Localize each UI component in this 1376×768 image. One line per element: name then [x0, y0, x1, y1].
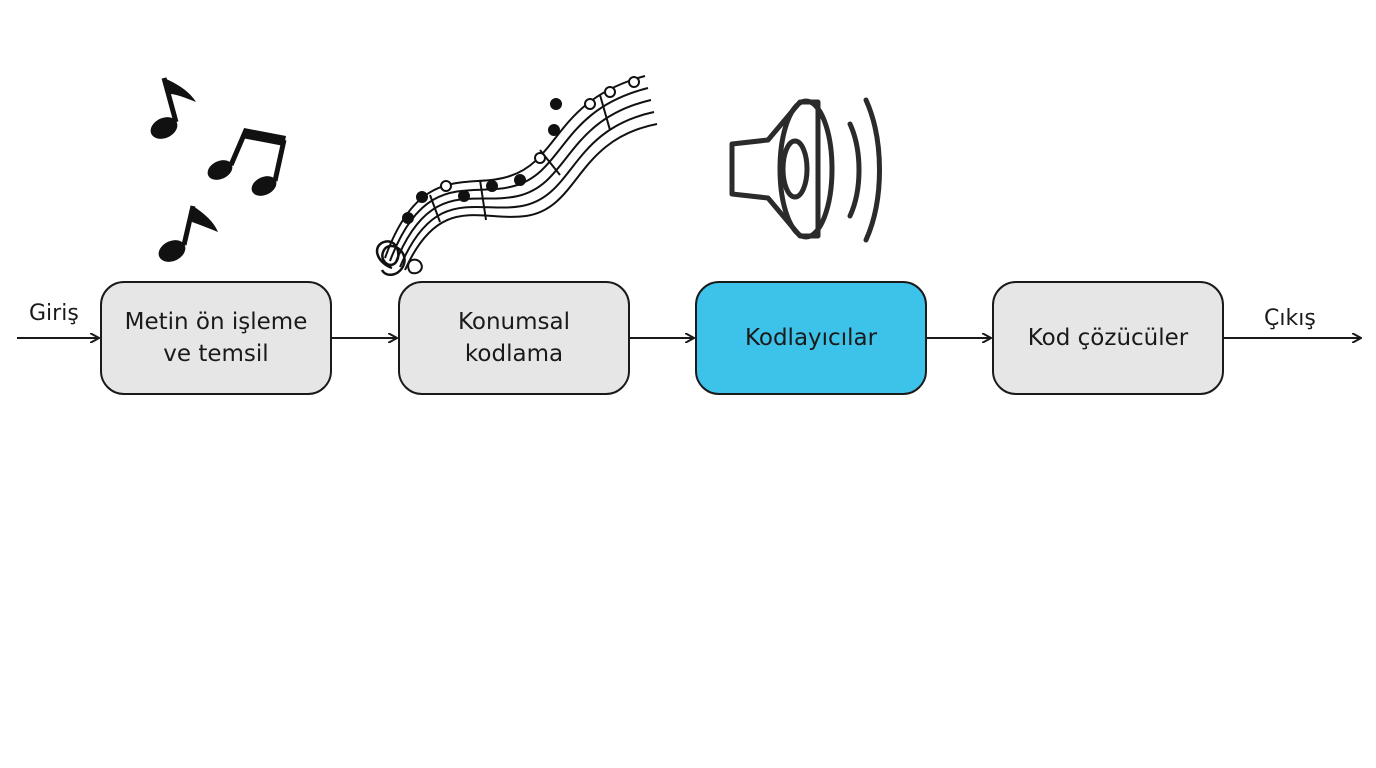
block-label: Metin ön işleme ve temsil [124, 309, 308, 367]
block-encoders: Kodlayıcılar [695, 281, 927, 395]
block-text-preprocessing: Metin ön işleme ve temsil [100, 281, 332, 395]
block-label: Konumsal kodlama [457, 309, 571, 367]
block-label: Kodlayıcılar [744, 325, 878, 351]
music-staff-ribbon-icon [375, 75, 658, 277]
speaker-icon [729, 97, 882, 243]
block-positional-encoding: Konumsal kodlama [398, 281, 630, 395]
block-decoders: Kod çözücüler [992, 281, 1224, 395]
music-notes-icon [150, 77, 287, 262]
block-label: Kod çözücüler [1027, 325, 1189, 351]
input-label: Giriş [29, 301, 79, 326]
output-label: Çıkış [1264, 306, 1316, 331]
